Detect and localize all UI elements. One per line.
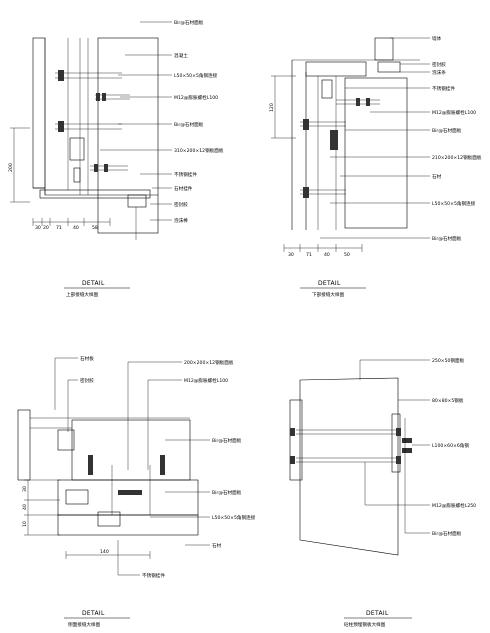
caption-br: 砼柱预埋钢板大样图 [344,621,386,628]
dim-tr-1: 30 [288,252,294,258]
vdim-bl-3: 10 [22,521,28,527]
label-bl-5: Bir@石材面板 [212,437,242,444]
dim-tr-4: 50 [344,252,350,258]
caption-tr: 下部接缝大样图 [312,291,345,298]
dim-tl-2: 20 [43,225,49,231]
label-tl-5: Bir@石材面板 [174,121,204,128]
panel-bottom-left: 石材板 密封胶 200×200×12钢板面板 M12@膨胀螺栓L100 Bir@… [17,355,256,628]
caption-tl: 上部接缝大样图 [66,291,99,298]
label-bl-9: 不锈钢挂件 [142,572,165,579]
label-tl-1: Bir@石材面板 [174,19,204,26]
label-tl-10: 泡沫棒 [174,217,188,224]
label-bl-1: 石材板 [80,355,94,362]
detail-title-bl: DETAIL [82,610,105,617]
stone-panel [32,37,46,189]
label-br-3: L100×60×6角钢 [432,442,469,449]
label-tr-3: 泡沫条 [432,69,446,76]
panel-top-left: Bir@石材面板 混凝土 L50×50×5角钢连接 M12@膨胀螺栓L100 B… [8,19,224,298]
dim-tr-3: 40 [324,252,330,258]
label-tr-10: Bir@石材面板 [432,235,462,242]
dim-bl-4: 140 [100,549,109,555]
detail-title-tr: DETAIL [318,280,341,287]
label-br-4: M12@膨胀螺栓L250 [432,502,476,509]
concrete-column [299,377,399,556]
dim-tl-5: 58 [92,225,98,231]
detail-title-tl: DETAIL [82,280,105,287]
label-bl-7: L50×50×5角钢连接 [212,514,256,521]
label-tr-8: 石材 [432,173,442,180]
label-tr-5: M12@膨胀螺栓L100 [432,109,476,116]
vdim-tl: 200 [8,163,14,172]
label-br-5: Bir@石材面板 [432,530,462,537]
vdim-bl-1: 30 [22,486,28,492]
label-tr-1: 墙体 [432,35,442,42]
label-tl-6: 310×200×12钢板面板 [174,147,224,154]
label-bl-6: Bir@石材面板 [212,489,242,496]
label-tl-7: 不锈钢挂件 [174,171,197,178]
label-tl-4: M12@膨胀螺栓L100 [174,94,218,101]
vdim-bl-2: 40 [22,504,28,510]
label-bl-8: 石材 [212,542,222,549]
label-bl-3: 200×200×12钢板面板 [184,359,234,366]
label-tl-3: L50×50×5角钢连接 [174,72,218,79]
top-bracket [374,37,394,61]
label-bl-2: 密封胶 [80,377,94,384]
label-tr-4: 不锈钢挂件 [432,85,455,92]
label-tr-9: L50×50×5角钢连接 [432,200,476,207]
label-br-2: 80×80×5钢板 [432,397,464,404]
detail-title-br: DETAIL [366,610,389,617]
label-tr-2: 密封胶 [432,61,446,68]
label-tr-7: 210×200×12钢板面板 [432,154,482,161]
dim-tl-4: 40 [73,225,79,231]
label-tl-8: 石材挂件 [174,185,193,192]
panel-top-right: 墙体 密封胶 泡沫条 不锈钢挂件 M12@膨胀螺栓L100 Bir@石材面板 2… [269,35,482,298]
dim-tr-2: 71 [306,252,312,258]
label-tr-6: Bir@石材面板 [432,127,462,134]
concrete-wall [97,37,159,234]
label-tl-9: 密封胶 [174,201,188,208]
panel-bottom-right: 250×50钢面板 80×80×5钢板 L100×60×6角钢 M12@膨胀螺栓… [289,357,476,628]
dim-tl-1: 30 [35,225,41,231]
label-br-1: 250×50钢面板 [432,357,465,364]
bottom-bracket [127,194,147,208]
concrete-wall [344,77,408,229]
label-tl-2: 混凝土 [174,52,188,59]
vdim-tr: 120 [269,103,275,112]
dim-tl-3: 71 [56,225,62,231]
caption-bl: 侧面接缝大样图 [68,621,101,628]
label-bl-4: M12@膨胀螺栓L100 [184,377,228,384]
